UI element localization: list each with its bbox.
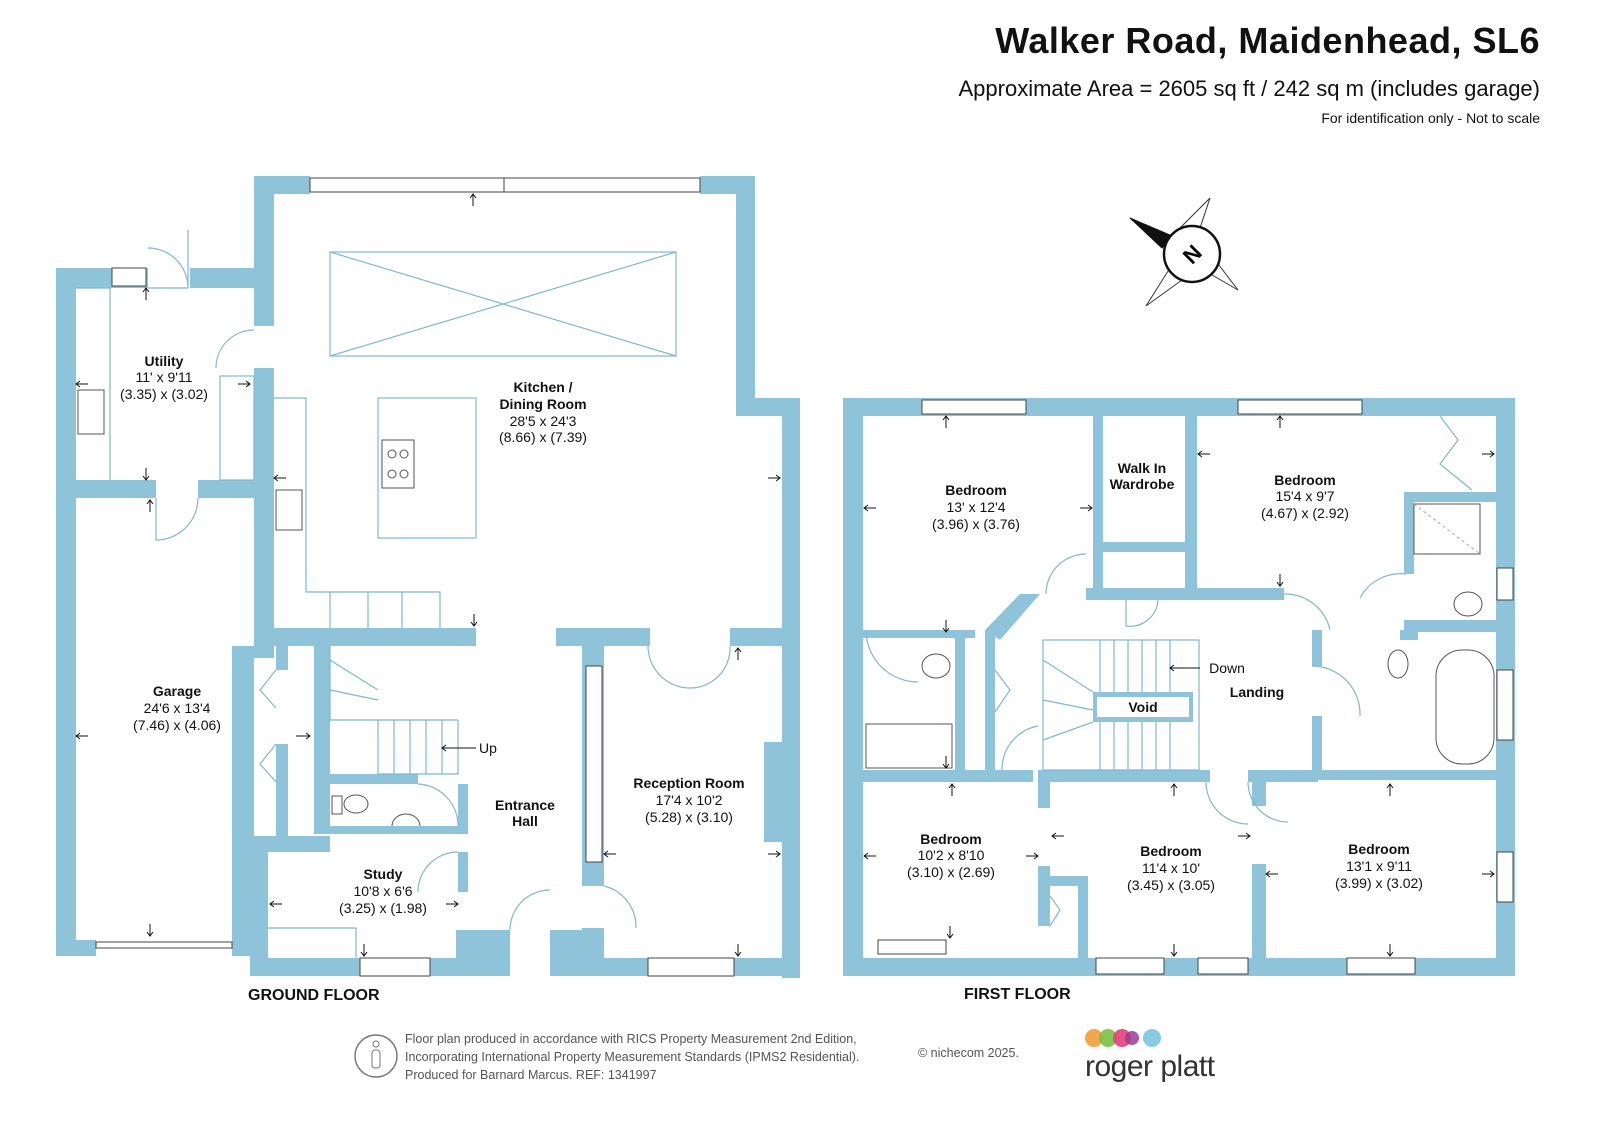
compass-icon: N: [1129, 197, 1239, 307]
copyright: © nichecom 2025.: [918, 1046, 1019, 1060]
bedroom-4-imperial: 11'4 x 10': [1142, 860, 1200, 876]
disclaimer-note: For identification only - Not to scale: [1321, 110, 1540, 126]
reception-imperial: 17'4 x 10'2: [656, 792, 723, 808]
ground-arrows: [75, 193, 781, 957]
footer-line-2: Incorporating International Property Mea…: [405, 1050, 860, 1064]
kitchen-name: Kitchen /: [513, 379, 572, 395]
garage-metric: (7.46) x (4.06): [133, 717, 221, 733]
brand-logo-dots: [1085, 1029, 1161, 1047]
stairs-down-label: Down: [1209, 660, 1245, 676]
utility-imperial: 11' x 9'11: [136, 369, 193, 385]
bedroom-1-metric: (3.96) x (3.76): [932, 516, 1020, 532]
hall-name-2: Hall: [512, 813, 538, 829]
bedroom-5-name: Bedroom: [1348, 841, 1409, 857]
kitchen-metric: (8.66) x (7.39): [499, 429, 587, 445]
bedroom-5-metric: (3.99) x (3.02): [1335, 875, 1423, 891]
ground-floor-fixtures: [75, 177, 781, 977]
reception-name: Reception Room: [633, 775, 744, 791]
stairs-up-label: Up: [479, 740, 497, 756]
person-icon: [354, 1034, 398, 1078]
kitchen-imperial: 28'5 x 24'3: [510, 413, 577, 429]
area-summary: Approximate Area = 2605 sq ft / 242 sq m…: [958, 76, 1541, 101]
bedroom-2-imperial: 15'4 x 9'7: [1275, 488, 1334, 504]
bedroom-1-imperial: 13' x 12'4: [946, 499, 1005, 515]
study-metric: (3.25) x (1.98): [339, 900, 427, 916]
ground-floor-walls: [56, 176, 800, 978]
first-floor-fixtures: [863, 399, 1514, 975]
utility-name: Utility: [145, 353, 184, 369]
plan-title: Walker Road, Maidenhead, SL6: [995, 20, 1540, 61]
reception-metric: (5.28) x (3.10): [645, 809, 733, 825]
bedroom-2-name: Bedroom: [1274, 472, 1335, 488]
bedroom-4-name: Bedroom: [1140, 843, 1201, 859]
first-floor-label: FIRST FLOOR: [964, 986, 1071, 1003]
hall-name: Entrance: [495, 797, 555, 813]
ground-floor-labels: Utility 11' x 9'11 (3.35) x (3.02) Kitch…: [120, 353, 745, 1004]
walk-in-wardrobe-name-2: Wardrobe: [1110, 476, 1175, 492]
study-name: Study: [364, 866, 403, 882]
bedroom-3-metric: (3.10) x (2.69): [907, 864, 995, 880]
footer-notes: Floor plan produced in accordance with R…: [405, 1030, 859, 1084]
garage-name: Garage: [153, 683, 201, 699]
first-floor-labels: Bedroom 13' x 12'4 (3.96) x (3.76) Walk …: [907, 460, 1423, 1003]
footer-line-1: Floor plan produced in accordance with R…: [405, 1032, 857, 1046]
bedroom-2-metric: (4.67) x (2.92): [1261, 505, 1349, 521]
brand-name: roger platt: [1085, 1050, 1215, 1083]
landing-name: Landing: [1230, 684, 1284, 700]
bedroom-1-name: Bedroom: [945, 482, 1006, 498]
footer-line-3: Produced for Barnard Marcus. REF: 134199…: [405, 1068, 657, 1082]
study-imperial: 10'8 x 6'6: [353, 883, 412, 899]
void-name: Void: [1128, 699, 1157, 715]
bedroom-3-name: Bedroom: [920, 831, 981, 847]
utility-metric: (3.35) x (3.02): [120, 386, 208, 402]
garage-imperial: 24'6 x 13'4: [144, 700, 211, 716]
bedroom-5-imperial: 13'1 x 9'11: [1346, 858, 1412, 874]
kitchen-name-2: Dining Room: [499, 396, 586, 412]
bedroom-4-metric: (3.45) x (3.05): [1127, 877, 1215, 893]
walk-in-wardrobe-name: Walk In: [1118, 460, 1167, 476]
bedroom-3-imperial: 10'2 x 8'10: [918, 847, 985, 863]
ground-floor-label: GROUND FLOOR: [248, 987, 380, 1004]
